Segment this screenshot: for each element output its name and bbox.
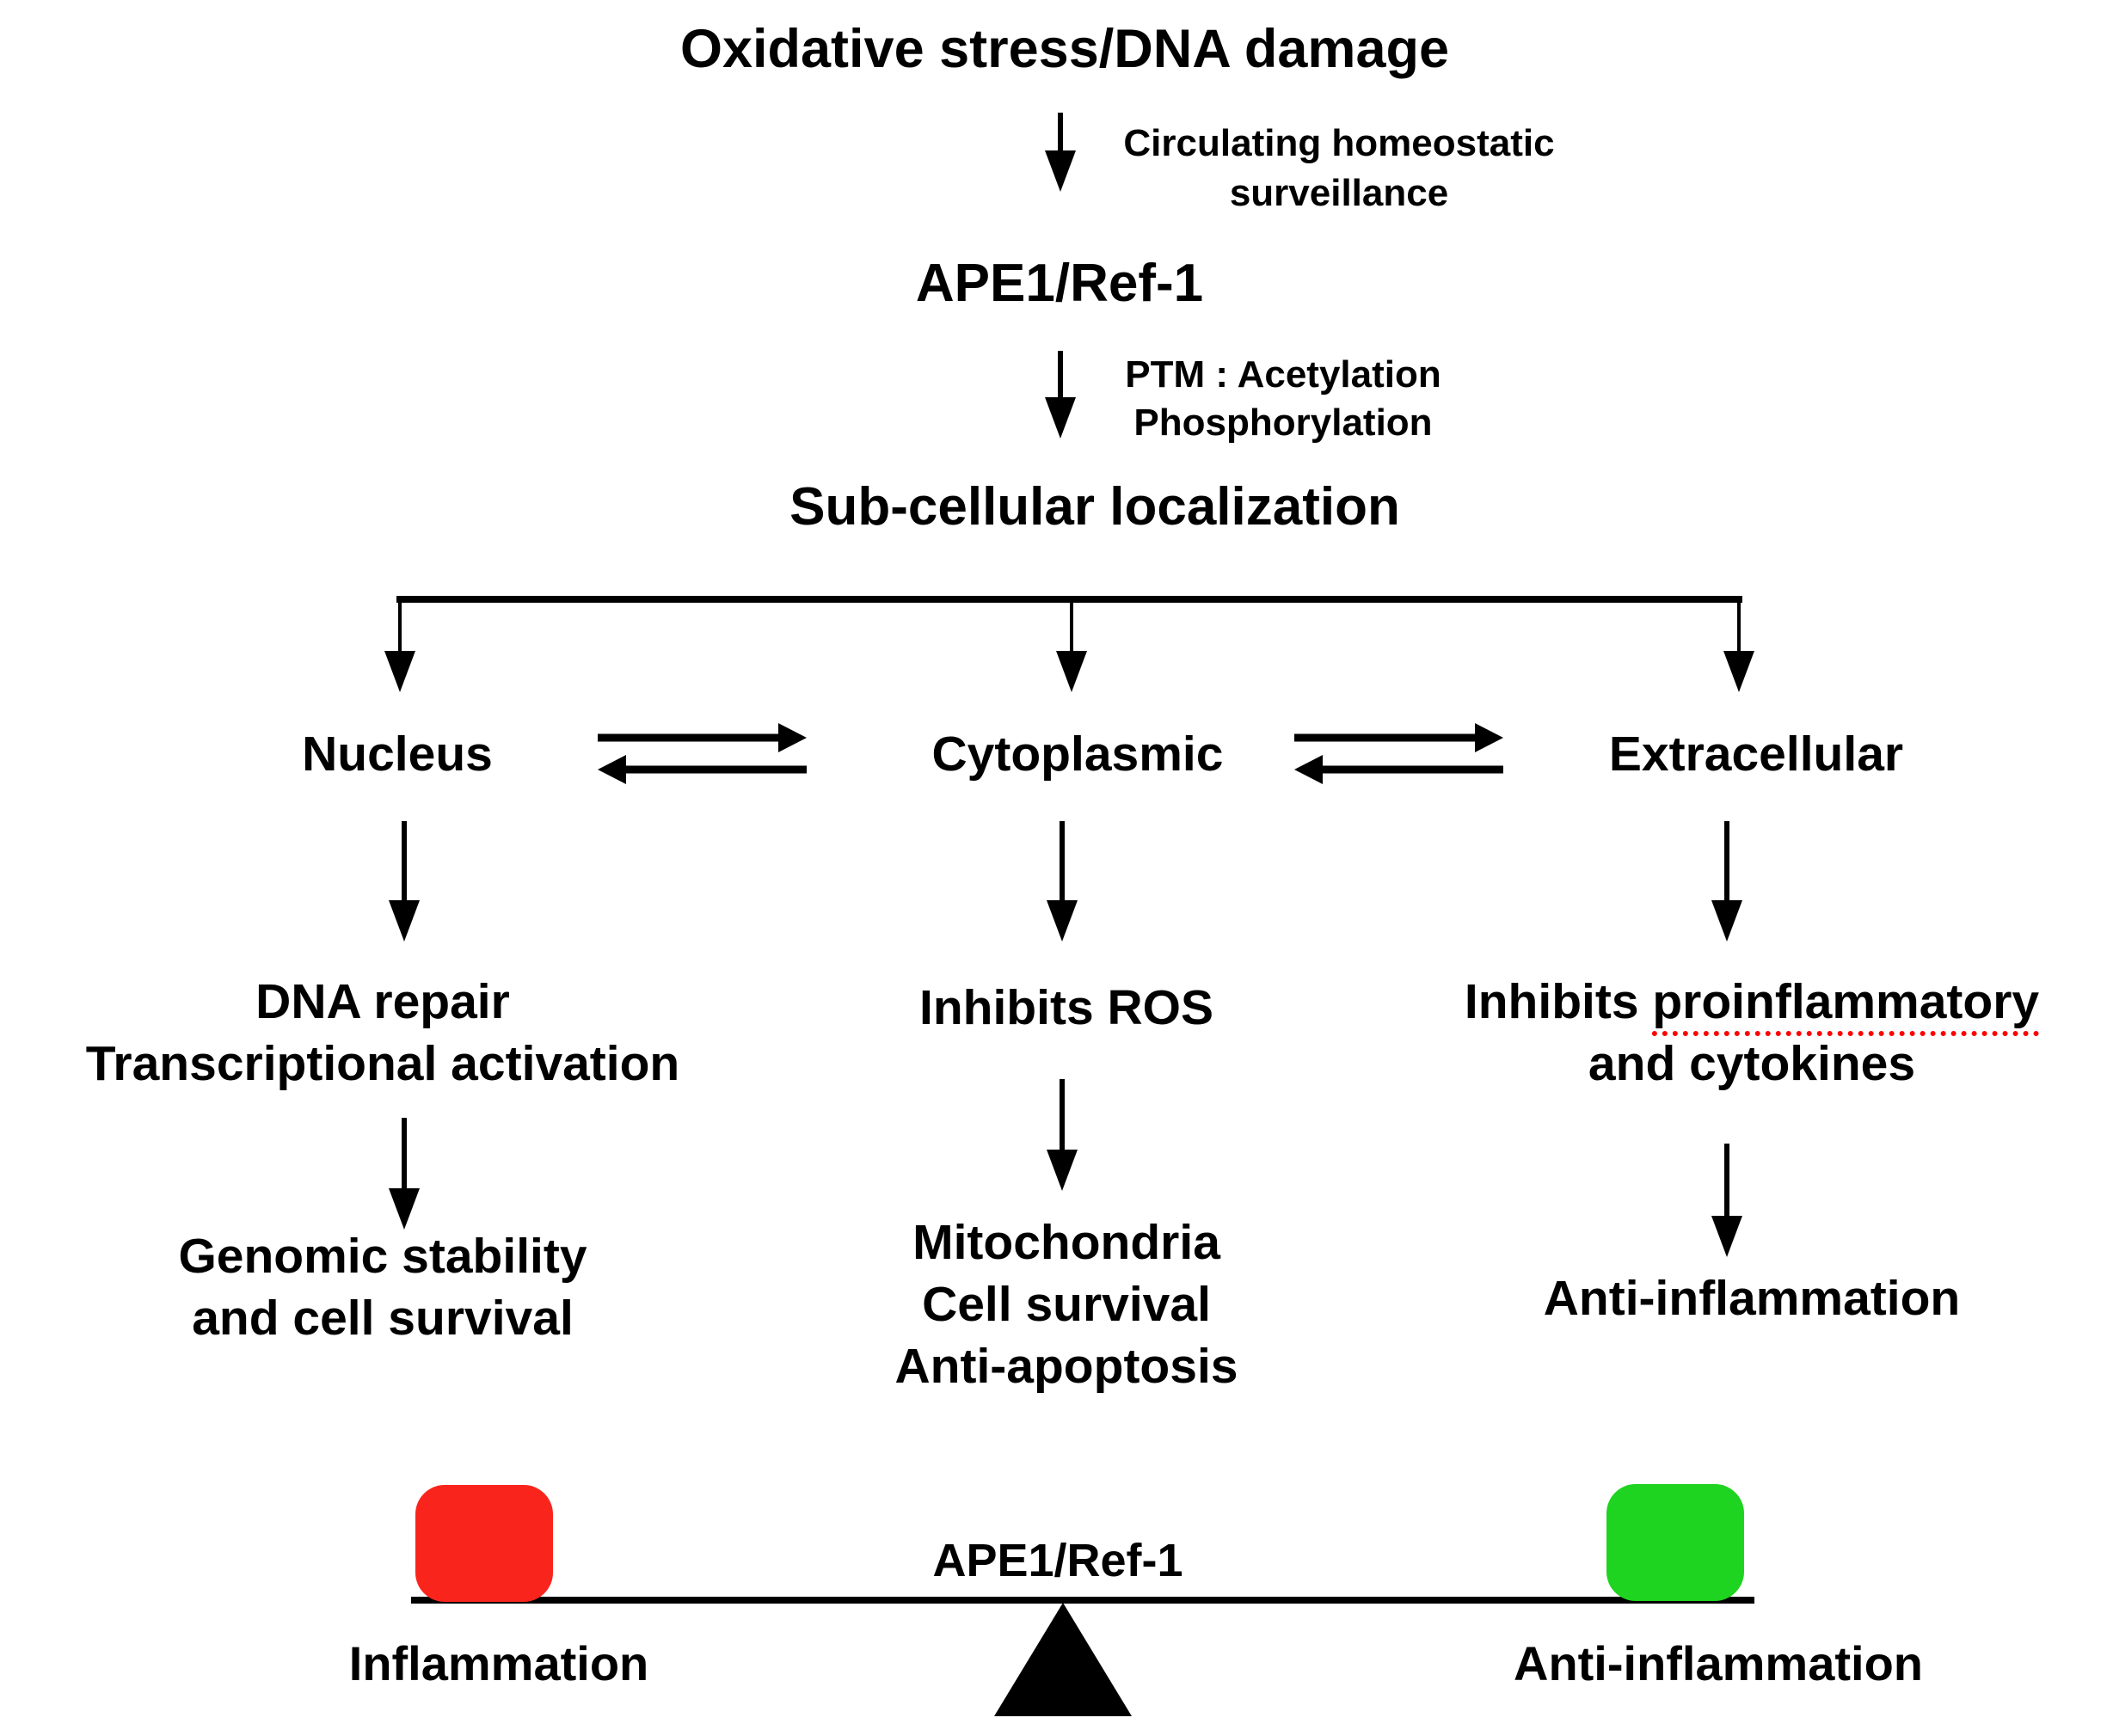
- cytoplasmic-outcomes-line2: Cell survival: [922, 1277, 1211, 1332]
- nucleus-outcomes: Genomic stability and cell survival: [178, 1225, 587, 1349]
- arrow-nucleus-to-functions: [389, 821, 420, 942]
- extracellular-functions: Inhibits proinflammatory and cytokines: [1464, 971, 2040, 1095]
- balance-right-label: Anti-inflammation: [1514, 1636, 1923, 1690]
- surveillance-arrow-label: Circulating homeostatic surveillance: [1123, 119, 1554, 218]
- anti-inflammation-block: [1606, 1484, 1744, 1601]
- extracellular-header: Extracellular: [1608, 727, 1904, 782]
- arrow-cytoplasmic-to-functions: [1047, 821, 1078, 942]
- nucleus-functions: DNA repair Transcriptional activation: [86, 971, 680, 1095]
- arrow-extracellular-functions-to-outcomes: [1711, 1144, 1742, 1257]
- cytoplasmic-outcomes-line3: Anti-apoptosis: [894, 1339, 1238, 1394]
- equilibrium-arrow-nucleus-cytoplasmic-reverse: [598, 755, 807, 784]
- fulcrum-triangle-icon: [994, 1603, 1132, 1716]
- arrow-branch-to-extracellular: [1723, 599, 1754, 692]
- nucleus-functions-line1: DNA repair: [255, 974, 510, 1029]
- ape1-node: APE1/Ref-1: [915, 254, 1204, 313]
- arrow-extracellular-to-functions: [1711, 821, 1742, 942]
- nucleus-outcomes-line1: Genomic stability: [178, 1229, 587, 1284]
- nucleus-functions-line2: Transcriptional activation: [85, 1036, 680, 1091]
- cytoplasmic-header: Cytoplasmic: [931, 727, 1224, 782]
- nucleus-outcomes-line2: and cell survival: [192, 1291, 574, 1346]
- extracellular-functions-line1: Inhibits proinflammatory: [1464, 971, 2040, 1036]
- equilibrium-arrow-cytoplasmic-extracellular-reverse: [1294, 755, 1503, 784]
- balance-left-label: Inflammation: [348, 1636, 649, 1690]
- extracellular-functions-prefix: Inhibits: [1464, 974, 1653, 1029]
- arrow-nucleus-functions-to-outcomes: [389, 1118, 420, 1230]
- arrow-cytoplasmic-functions-to-outcomes: [1047, 1079, 1078, 1191]
- nucleus-header: Nucleus: [302, 727, 493, 782]
- surveillance-arrow-label-line2: surveillance: [1229, 172, 1449, 214]
- cytoplasmic-outcomes: Mitochondria Cell survival Anti-apoptosi…: [895, 1212, 1238, 1397]
- ptm-arrow-label-line2: Phosphorylation: [1133, 402, 1433, 444]
- localization-node: Sub-cellular localization: [789, 477, 1400, 537]
- arrow-branch-to-cytoplasmic: [1056, 599, 1087, 692]
- ptm-arrow-label: PTM : Acetylation Phosphorylation: [1125, 351, 1441, 447]
- extracellular-outcomes: Anti-inflammation: [1543, 1271, 1961, 1326]
- arrow-stress-to-ape1: [1045, 113, 1076, 192]
- ptm-arrow-label-line1: PTM : Acetylation: [1125, 353, 1441, 396]
- equilibrium-arrow-cytoplasmic-extracellular-forward: [1294, 723, 1503, 752]
- cytoplasmic-functions: Inhibits ROS: [919, 980, 1213, 1035]
- cytoplasmic-outcomes-line1: Mitochondria: [912, 1215, 1220, 1270]
- inflammation-block: [415, 1485, 553, 1602]
- equilibrium-arrow-nucleus-cytoplasmic-forward: [598, 723, 807, 752]
- extracellular-functions-underlined-word: proinflammatory: [1652, 974, 2040, 1036]
- extracellular-functions-line2: and cytokines: [1588, 1036, 1916, 1091]
- diagram-title: Oxidative stress/DNA damage: [679, 19, 1450, 79]
- surveillance-arrow-label-line1: Circulating homeostatic: [1123, 122, 1555, 164]
- arrow-branch-to-nucleus: [384, 599, 415, 692]
- arrow-ape1-to-localization: [1045, 351, 1076, 439]
- balance-pivot-label: APE1/Ref-1: [932, 1535, 1183, 1586]
